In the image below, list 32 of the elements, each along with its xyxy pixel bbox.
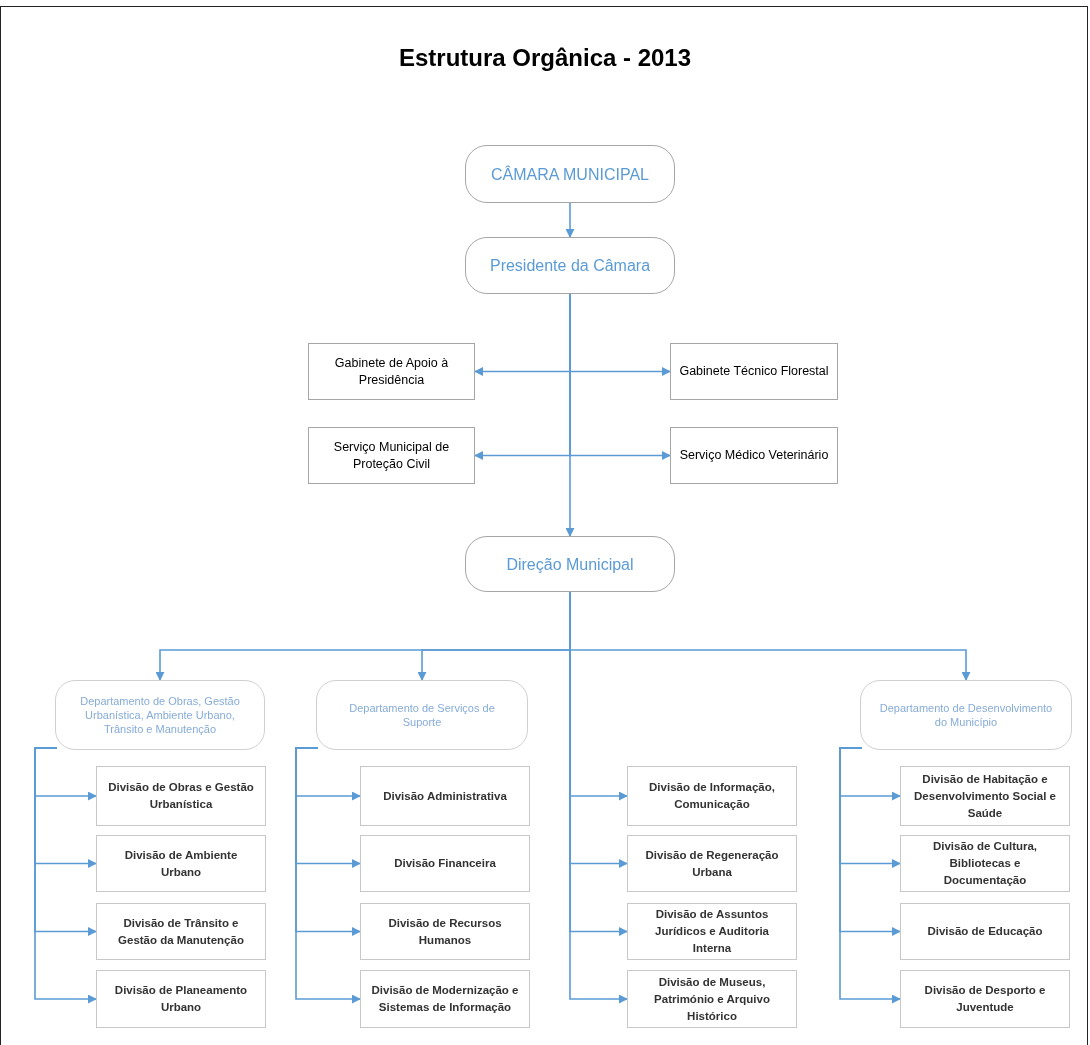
connector-arrow bbox=[565, 293, 575, 537]
connector-arrow bbox=[295, 747, 361, 1004]
division-box: Divisão de Museus, Património e Arquivo Histórico bbox=[627, 970, 797, 1028]
connector-arrow bbox=[565, 202, 575, 238]
department-box: Departamento de Desenvolvimento do Município bbox=[860, 680, 1072, 750]
division-box: Divisão de Ambiente Urbano bbox=[96, 835, 266, 892]
division-box: Divisão de Recursos Humanos bbox=[360, 903, 530, 960]
rounded-box: CÂMARA MUNICIPAL bbox=[465, 145, 675, 203]
division-box: Divisão Financeira bbox=[360, 835, 530, 892]
process-box: Serviço Municipal de Proteção Civil bbox=[308, 427, 475, 484]
process-box: Gabinete Técnico Florestal bbox=[670, 343, 838, 400]
division-box: Divisão de Informação, Comunicação bbox=[627, 766, 797, 826]
division-box: Divisão de Obras e Gestão Urbanística bbox=[96, 766, 266, 826]
division-box: Divisão de Planeamento Urbano bbox=[96, 970, 266, 1028]
division-box: Divisão de Habitação e Desenvolvimento Social e Saúde bbox=[900, 766, 1070, 826]
connector-arrow bbox=[839, 747, 901, 1004]
division-box: Divisão de Desporto e Juventude bbox=[900, 970, 1070, 1028]
process-box: Serviço Médico Veterinário bbox=[670, 427, 838, 484]
connector-arrow bbox=[34, 747, 97, 1004]
division-box: Divisão de Assuntos Jurídicos e Auditoria Interna bbox=[627, 903, 797, 960]
division-box: Divisão de Modernização e Sistemas de Informação bbox=[360, 970, 530, 1028]
title: Estrutura Orgânica - 2013 bbox=[397, 43, 693, 73]
rounded-box: Direção Municipal bbox=[465, 536, 675, 592]
division-box: Divisão Administrativa bbox=[360, 766, 530, 826]
division-box: Divisão de Trânsito e Gestão da Manutenção bbox=[96, 903, 266, 960]
department-box: Departamento de Serviços de Suporte bbox=[316, 680, 528, 750]
process-box: Gabinete de Apoio à Presidência bbox=[308, 343, 475, 400]
rounded-box: Presidente da Câmara bbox=[465, 237, 675, 294]
division-box: Divisão de Cultura, Bibliotecas e Documentação bbox=[900, 835, 1070, 892]
division-box: Divisão de Educação bbox=[900, 903, 1070, 960]
department-box: Departamento de Obras, Gestão Urbanística, Ambiente Urbano, Trânsito e Manutenção bbox=[55, 680, 265, 750]
division-box: Divisão de Regeneração Urbana bbox=[627, 835, 797, 892]
